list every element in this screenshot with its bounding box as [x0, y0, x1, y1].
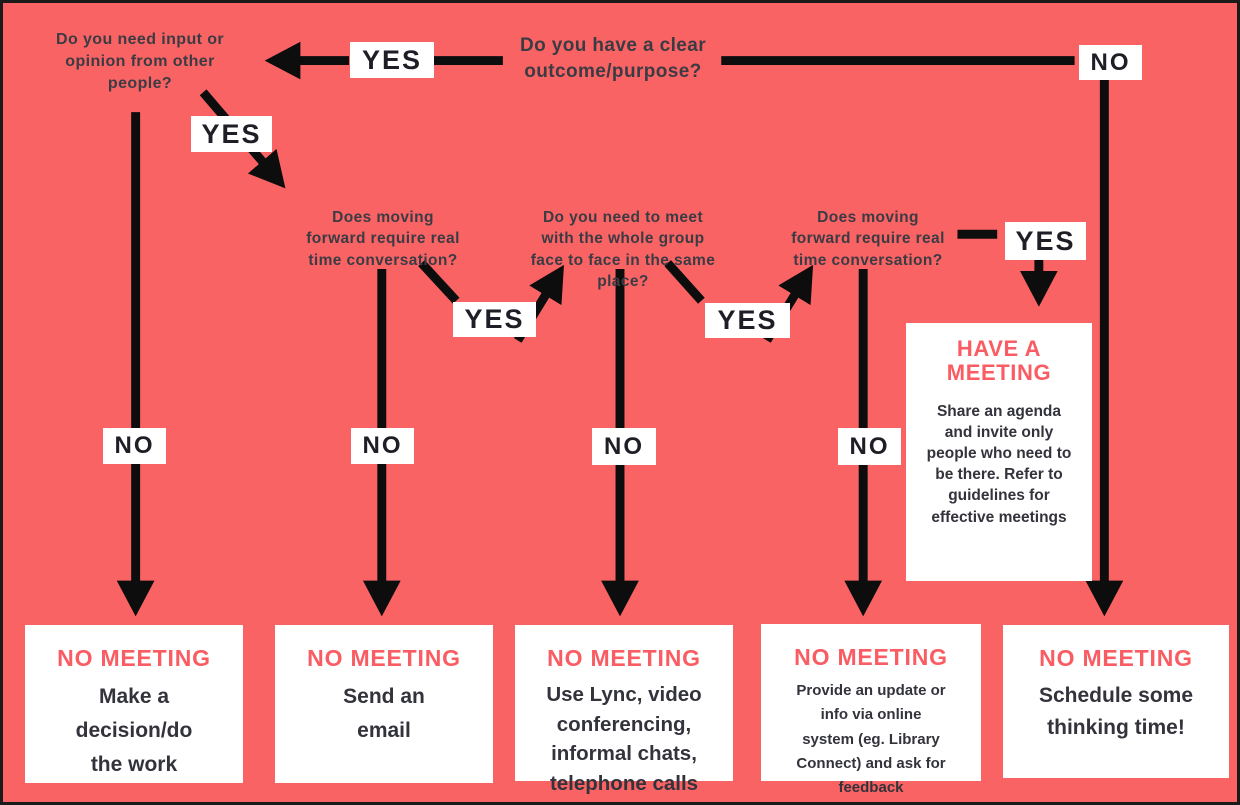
no-tag-top-right: NO — [1079, 45, 1142, 80]
no-meeting-title-3: NO MEETING — [547, 645, 701, 671]
no-meeting-title-5: NO MEETING — [1039, 645, 1193, 671]
question-real-time-1: Does moving forward require real time co… — [306, 209, 460, 269]
yes-tag-facetoface: YES — [705, 303, 790, 338]
no-meeting-body-5: Schedule some thinking time! — [1038, 684, 1194, 739]
no-meeting-body-1: Make a decision/do the work — [75, 685, 193, 777]
yes-tag-input-diagonal: YES — [191, 116, 272, 152]
yes-tag-top: YES — [350, 42, 434, 78]
question-real-time-2: Does moving forward require real time co… — [791, 209, 945, 269]
no-meeting-title-1: NO MEETING — [57, 645, 211, 671]
arrow-facetoface-yes-desc — [664, 260, 705, 304]
yes-tag-realtime2: YES — [1005, 222, 1086, 260]
result-use-lync: NO MEETING Use Lync, video conferencing,… — [515, 625, 733, 795]
result-provide-update: NO MEETING Provide an update or info via… — [761, 624, 981, 796]
arrow-realtime1-yes-desc — [418, 260, 460, 304]
no-tag-facetoface: NO — [592, 428, 656, 465]
result-send-email: NO MEETING Send an email — [275, 625, 493, 783]
no-meeting-body-3: Use Lync, video conferencing, informal c… — [546, 683, 702, 796]
no-tag-realtime2: NO — [838, 428, 901, 465]
question-clear-outcome: Do you have a clear outcome/purpose? — [519, 35, 707, 82]
question-face-to-face: Do you need to meet with the whole group… — [530, 209, 716, 291]
have-meeting-body: Share an agenda and invite only people w… — [926, 402, 1072, 526]
no-meeting-title-4: NO MEETING — [794, 644, 948, 670]
no-tag-input: NO — [103, 428, 166, 464]
result-schedule-thinking: NO MEETING Schedule some thinking time! — [1003, 625, 1229, 778]
question-input-opinion: Do you need input or opinion from other … — [56, 31, 224, 93]
have-meeting-title: HAVE A MEETING — [946, 336, 1052, 385]
result-make-decision: NO MEETING Make a decision/do the work — [25, 625, 243, 783]
no-meeting-title-2: NO MEETING — [307, 645, 461, 671]
no-meeting-body-2: Send an email — [343, 685, 425, 743]
result-have-meeting: HAVE A MEETING Share an agenda and invit… — [906, 323, 1092, 581]
no-tag-realtime1: NO — [351, 428, 414, 464]
yes-tag-realtime1: YES — [453, 302, 536, 337]
no-meeting-body-4: Provide an update or info via online sys… — [796, 682, 946, 797]
